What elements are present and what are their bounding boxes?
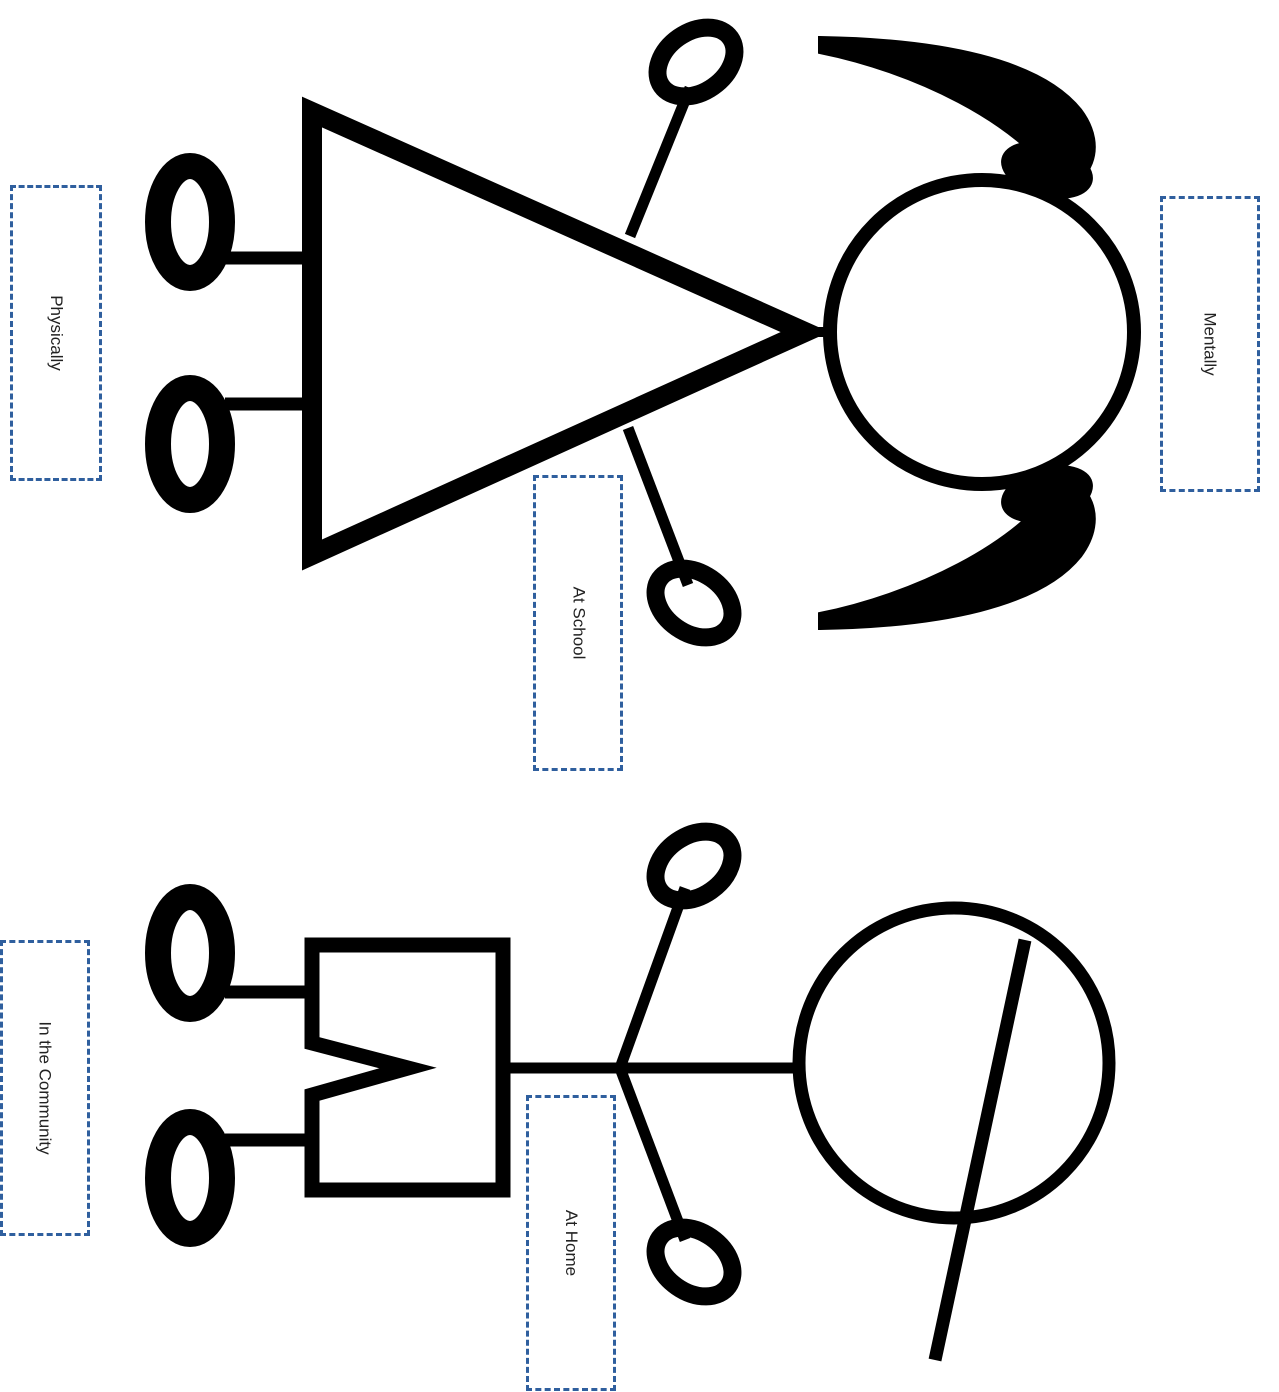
boy-head	[799, 908, 1109, 1218]
girl-foot-right	[158, 388, 222, 500]
girl-head	[830, 180, 1134, 484]
boy-foot-right	[158, 1122, 222, 1234]
girl-arm-upper	[630, 88, 690, 236]
label-box-in-the-community: In the Community	[0, 940, 90, 1236]
label-box-mentally: Mentally	[1160, 196, 1260, 492]
label-physically: Physically	[46, 295, 66, 371]
boy-arm-lower	[620, 1068, 685, 1240]
boy-figure	[158, 817, 1109, 1360]
label-box-at-home: At Home	[526, 1095, 616, 1391]
label-mentally: Mentally	[1200, 312, 1220, 375]
girl-figure	[158, 13, 1134, 651]
boy-hair-stroke	[935, 940, 1025, 1360]
boy-shorts	[312, 945, 503, 1190]
girl-hand-lower	[642, 554, 745, 651]
label-at-home: At Home	[561, 1210, 581, 1276]
girl-foot-left	[158, 166, 222, 278]
boy-arm-upper	[620, 888, 685, 1068]
label-in-the-community: In the Community	[35, 1021, 55, 1154]
label-box-physically: Physically	[10, 185, 102, 481]
boy-hand-upper	[642, 817, 745, 914]
boy-hand-lower	[642, 1213, 745, 1310]
boy-foot-left	[158, 897, 222, 1009]
label-at-school: At School	[568, 587, 588, 660]
girl-hand-upper	[644, 13, 747, 110]
label-box-at-school: At School	[533, 475, 623, 771]
